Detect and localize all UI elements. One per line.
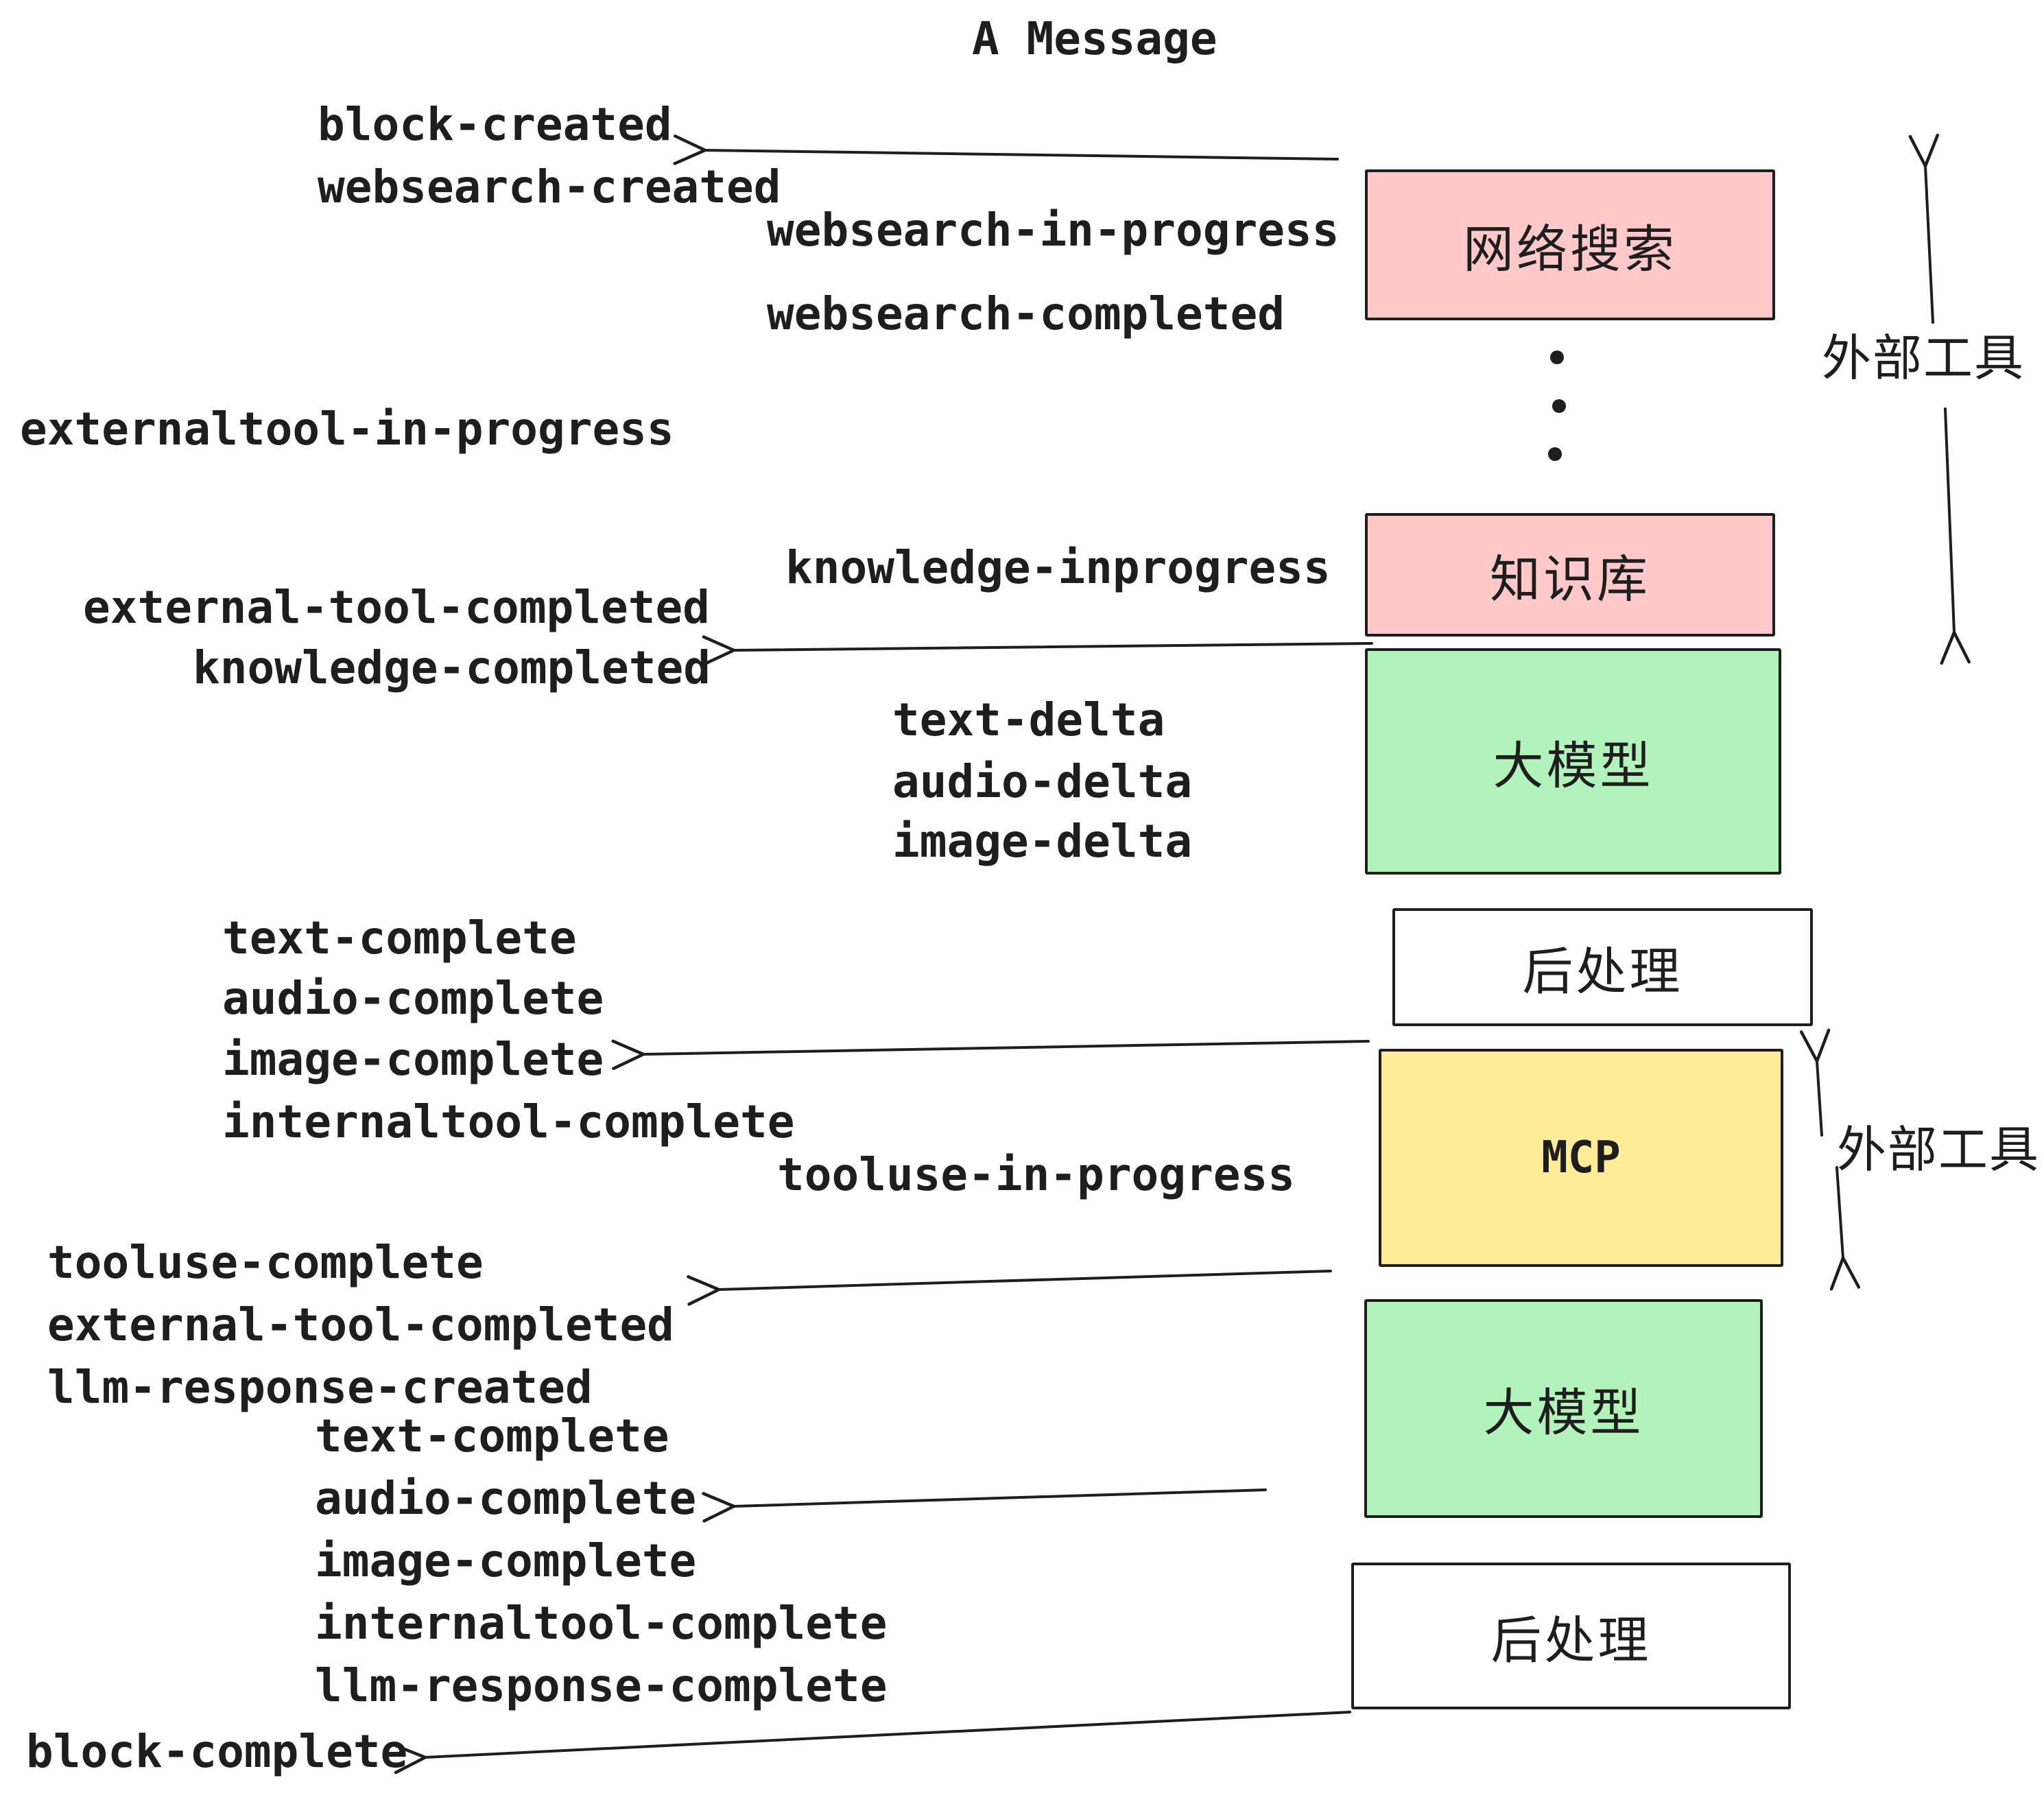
arrow-audio-complete <box>702 1488 1267 1523</box>
websearch-box-label: 网络搜索 <box>1463 219 1677 279</box>
postprocess-box-1-label: 后处理 <box>1522 942 1683 1001</box>
arrow-external-tools-2-down <box>1829 1166 1861 1291</box>
mcp-box-label: MCP <box>1541 1132 1621 1183</box>
external-tools-annotation-2: 外部工具 <box>1837 1121 2041 1178</box>
event-label-block-created: block-created <box>318 98 672 151</box>
event-label-image-complete-2: image-complete <box>315 1534 697 1587</box>
websearch-box: 网络搜索 <box>1365 169 1775 320</box>
arrow-block-complete <box>392 1711 1351 1775</box>
external-tools-annotation-1: 外部工具 <box>1822 329 2025 387</box>
postprocess-box-1: 后处理 <box>1392 908 1813 1026</box>
event-label-websearch-in-progress: websearch-in-progress <box>767 204 1340 257</box>
event-label-audio-complete-1: audio-complete <box>222 972 604 1025</box>
event-label-knowledge-inprogress: knowledge-inprogress <box>785 541 1331 594</box>
event-label-internaltool-complete-2: internaltool-complete <box>315 1597 888 1650</box>
ellipsis-dots-icon <box>1548 351 1566 461</box>
event-label-llm-response-complete: llm-response-complete <box>315 1659 888 1712</box>
event-label-image-delta-1: image-delta <box>892 815 1193 868</box>
knowledge-box-label: 知识库 <box>1490 549 1650 609</box>
event-label-external-tool-completed-2: external-tool-completed <box>47 1298 674 1351</box>
event-label-audio-delta-1: audio-delta <box>892 755 1193 808</box>
diagram-title: A Message <box>972 12 1217 65</box>
event-label-text-complete-1: text-complete <box>222 912 577 964</box>
event-label-audio-complete-2: audio-complete <box>315 1472 697 1525</box>
event-label-image-complete-1: image-complete <box>222 1033 604 1086</box>
knowledge-box: 知识库 <box>1365 513 1775 637</box>
event-label-text-complete-2: text-complete <box>315 1410 669 1462</box>
event-label-internaltool-complete-1: internaltool-complete <box>222 1095 795 1148</box>
event-label-tooluse-complete: tooluse-complete <box>47 1236 484 1289</box>
mcp-box: MCP <box>1379 1049 1783 1267</box>
arrow-tooluse-complete <box>687 1270 1332 1306</box>
event-label-websearch-created: websearch-created <box>318 161 781 213</box>
event-label-llm-response-created: llm-response-created <box>47 1361 593 1414</box>
arrow-external-tools-1-down <box>1940 407 1971 665</box>
event-label-websearch-completed: websearch-completed <box>767 287 1285 340</box>
llm-box-2-label: 大模型 <box>1483 1384 1644 1443</box>
event-label-external-tool-completed: external-tool-completed <box>83 581 710 634</box>
event-label-externaltool-in-progress: externaltool-in-progress <box>20 403 674 455</box>
arrow-external-tools-1-up <box>1908 133 1940 324</box>
event-label-tooluse-in-progress: tooluse-in-progress <box>777 1148 1295 1201</box>
arrow-external-tools-2-up <box>1799 1028 1831 1137</box>
arrow-knowledge-completed <box>702 635 1373 666</box>
event-label-block-complete: block-complete <box>26 1725 408 1778</box>
arrow-internal-complete <box>611 1039 1370 1071</box>
arrow-websearch-to-block-created <box>673 134 1339 165</box>
postprocess-box-2-label: 后处理 <box>1490 1611 1652 1670</box>
event-label-knowledge-completed: knowledge-completed <box>193 641 711 694</box>
llm-box-1-label: 大模型 <box>1493 736 1654 796</box>
llm-box-1: 大模型 <box>1365 648 1781 875</box>
llm-box-2: 大模型 <box>1364 1299 1763 1518</box>
event-label-text-delta-1: text-delta <box>892 693 1165 746</box>
postprocess-box-2: 后处理 <box>1351 1563 1791 1709</box>
